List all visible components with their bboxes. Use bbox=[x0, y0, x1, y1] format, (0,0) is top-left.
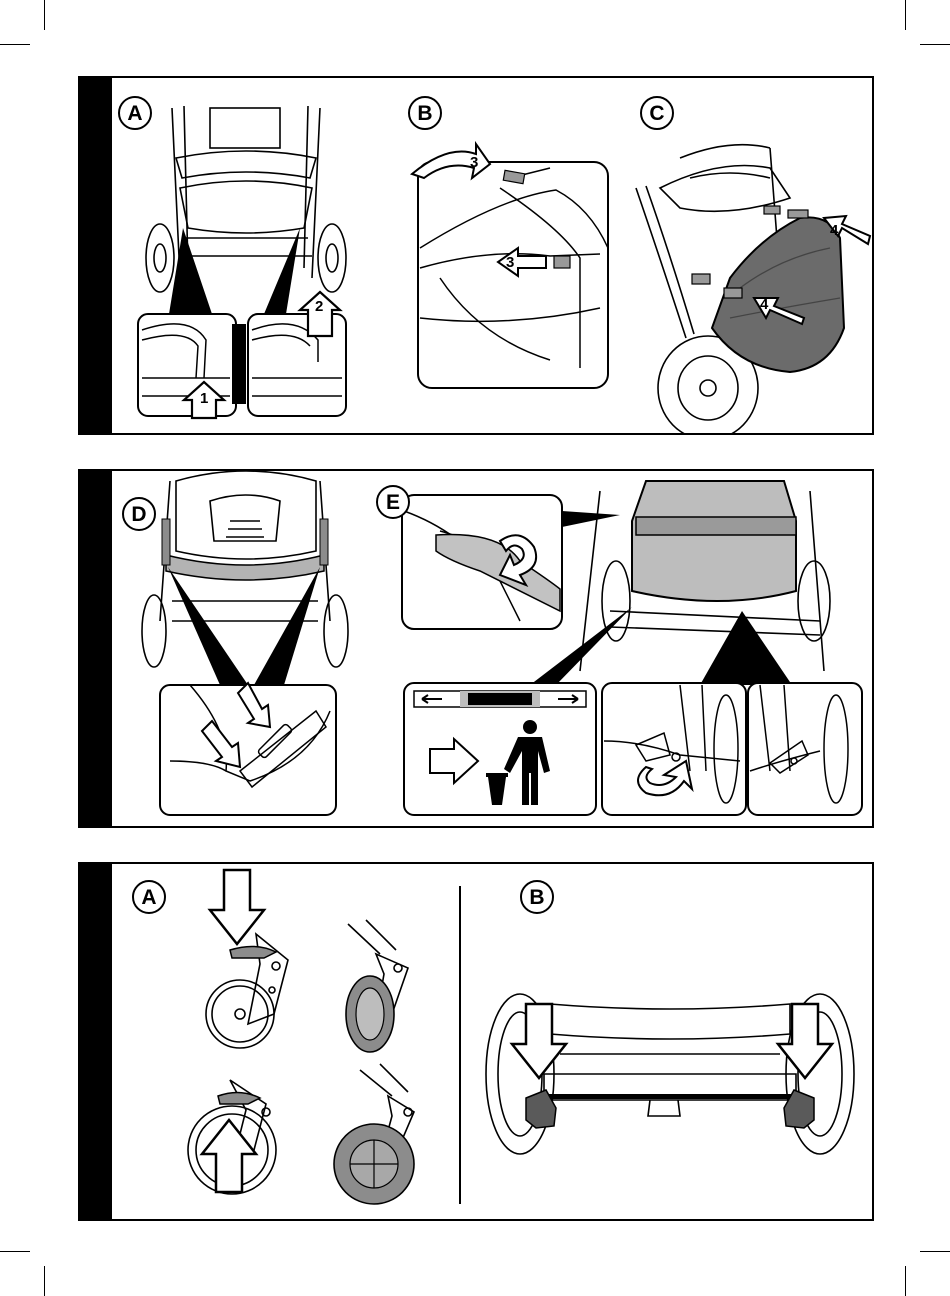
step-number: 2 bbox=[315, 298, 323, 315]
press-arrow-down bbox=[512, 1004, 566, 1078]
callout-wedge-right bbox=[264, 228, 300, 314]
panel-basket-removal: D E bbox=[78, 469, 874, 828]
step-number: 3 bbox=[506, 254, 514, 271]
callout-wedge bbox=[700, 611, 792, 685]
panel2-illustration bbox=[80, 471, 874, 828]
crop-mark bbox=[44, 0, 45, 30]
step-number: 4 bbox=[760, 296, 768, 313]
callout-wedge-left bbox=[169, 228, 212, 314]
step-label-c: C bbox=[640, 96, 674, 130]
panel3-illustration bbox=[80, 864, 874, 1221]
step-label-a: A bbox=[118, 96, 152, 130]
detail-frame-clip-left bbox=[602, 683, 746, 815]
crop-mark bbox=[0, 44, 30, 45]
panel-basket-frame-assembly: A B C 1 2 3 3 4 4 bbox=[78, 76, 874, 435]
crop-mark bbox=[905, 1266, 906, 1296]
step-label-e: E bbox=[376, 485, 410, 519]
callout-wedge bbox=[562, 511, 620, 527]
step-label-b: B bbox=[408, 96, 442, 130]
step-label-d: D bbox=[122, 497, 156, 531]
crop-mark bbox=[920, 44, 950, 45]
stroller-rear-view bbox=[146, 106, 346, 292]
step-number: 3 bbox=[470, 154, 478, 171]
press-arrow-up bbox=[202, 1120, 256, 1192]
storage-basket bbox=[632, 481, 796, 601]
crop-mark bbox=[905, 0, 906, 30]
panel1-illustration bbox=[80, 78, 874, 435]
crop-mark bbox=[0, 1251, 30, 1252]
callout-wedge bbox=[254, 567, 320, 685]
step-label-a: A bbox=[132, 880, 166, 914]
callout-wedge bbox=[168, 567, 248, 685]
panel-wheel-brakes: A B bbox=[78, 862, 874, 1221]
step-number: 4 bbox=[830, 222, 838, 239]
crop-mark bbox=[920, 1251, 950, 1252]
crop-mark bbox=[44, 1266, 45, 1296]
step-label-b: B bbox=[520, 880, 554, 914]
step-number: 1 bbox=[200, 390, 208, 407]
